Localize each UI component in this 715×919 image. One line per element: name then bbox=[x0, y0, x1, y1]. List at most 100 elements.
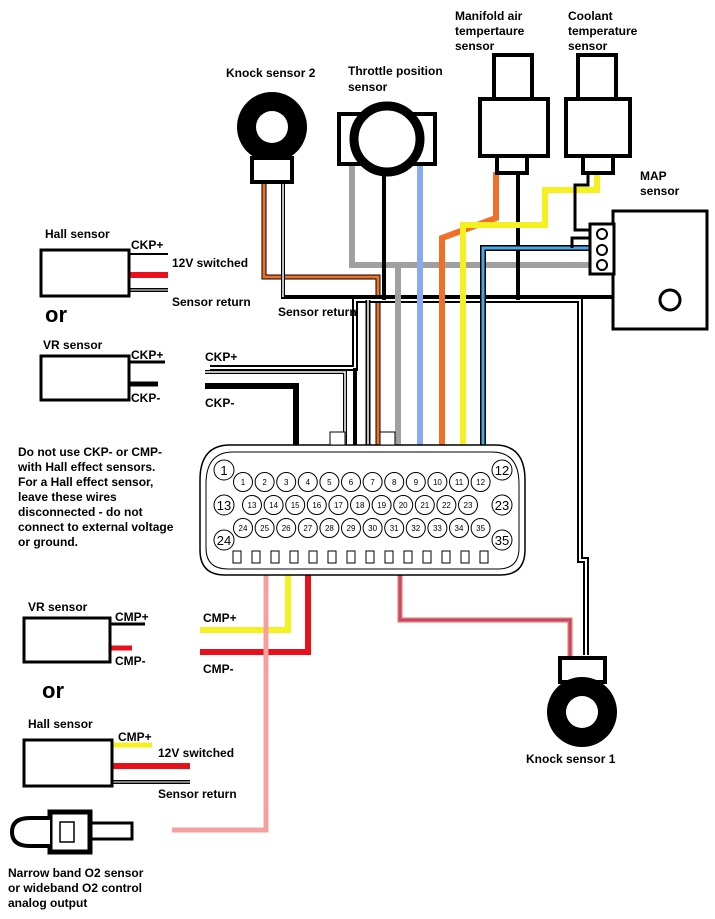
pin-17 bbox=[328, 495, 349, 515]
pin-label-24: 24 bbox=[239, 524, 248, 533]
wires bbox=[108, 160, 620, 833]
label-tps-1: Throttle position bbox=[348, 64, 443, 78]
label-ckp-minus: CKP- bbox=[205, 396, 234, 410]
pin-label-23: 23 bbox=[464, 501, 473, 510]
label-mat-2: tempertaure bbox=[455, 24, 525, 38]
label-cmp-minus: CMP- bbox=[203, 662, 234, 676]
label-o2-2: or wideband O2 control bbox=[8, 881, 142, 895]
vr-sensor-top bbox=[39, 354, 131, 402]
hall-sensor-bottom bbox=[22, 738, 114, 788]
connector-tooth bbox=[422, 550, 432, 564]
connector-tooth bbox=[384, 550, 394, 564]
vr-sensor-bottom bbox=[22, 616, 112, 664]
pin-18 bbox=[350, 495, 370, 515]
pin-11 bbox=[449, 472, 469, 492]
corner-label-23: 23 bbox=[495, 498, 509, 513]
pin-label-11: 11 bbox=[455, 478, 464, 487]
label-o2-3: analog output bbox=[8, 896, 87, 910]
pin-4 bbox=[297, 472, 318, 492]
note-line-4: leave these wires bbox=[18, 490, 117, 504]
pin-label-2: 2 bbox=[262, 478, 267, 487]
pin-34 bbox=[449, 518, 469, 538]
pin-label-31: 31 bbox=[390, 524, 399, 533]
note-line-5: disconnected - do not bbox=[18, 505, 143, 519]
knock-sensor-1 bbox=[547, 656, 617, 747]
pin-label-9: 9 bbox=[414, 478, 419, 487]
pin-33 bbox=[427, 518, 448, 538]
pin-label-5: 5 bbox=[327, 478, 332, 487]
pin-label-18: 18 bbox=[356, 501, 365, 510]
label-mat-3: sensor bbox=[455, 39, 495, 53]
map-sensor bbox=[588, 209, 709, 331]
pin-14 bbox=[263, 495, 284, 515]
pin-24 bbox=[233, 518, 253, 538]
pin-3 bbox=[276, 472, 297, 492]
corner-label-12: 12 bbox=[495, 463, 509, 478]
knock-sensor-2 bbox=[237, 92, 307, 184]
o2-sensor bbox=[9, 809, 134, 855]
note-line-2: with Hall effect sensors. bbox=[17, 460, 155, 474]
labels: Knock sensor 2 Throttle position sensor … bbox=[8, 9, 680, 910]
pin-21 bbox=[414, 495, 435, 515]
pin-label-28: 28 bbox=[325, 524, 334, 533]
pin-label-1: 1 bbox=[241, 478, 246, 487]
connector-tooth bbox=[289, 550, 299, 564]
pin-7 bbox=[362, 472, 383, 492]
pin-label-16: 16 bbox=[312, 501, 321, 510]
pin-label-15: 15 bbox=[291, 501, 300, 510]
connector-tooth bbox=[346, 550, 356, 564]
throttle-position-sensor bbox=[337, 101, 437, 177]
connector-tooth bbox=[441, 550, 451, 564]
note-line-1: Do not use CKP- or CMP- bbox=[18, 445, 162, 459]
connector-tooth bbox=[403, 550, 413, 564]
pin-label-10: 10 bbox=[433, 478, 442, 487]
label-map-1: MAP bbox=[640, 169, 667, 183]
label-map-2: sensor bbox=[640, 184, 680, 198]
pin-label-20: 20 bbox=[399, 501, 408, 510]
pin-label-34: 34 bbox=[455, 524, 464, 533]
wire-clt-yellow bbox=[460, 172, 600, 472]
pin-30 bbox=[362, 518, 383, 538]
label-mat-1: Manifold air bbox=[455, 9, 523, 23]
manifold-air-temp-sensor bbox=[478, 53, 550, 175]
pin-label-7: 7 bbox=[370, 478, 375, 487]
pin-28 bbox=[319, 518, 340, 538]
wire-knock2-signal-color bbox=[262, 182, 380, 472]
corner-label-35: 35 bbox=[495, 533, 509, 548]
label-sensor-return: Sensor return bbox=[278, 305, 357, 319]
pin-1 bbox=[233, 472, 253, 492]
pin-label-30: 30 bbox=[368, 524, 377, 533]
label-knock1: Knock sensor 1 bbox=[526, 752, 616, 766]
connector-tooth bbox=[232, 550, 242, 564]
pin-label-27: 27 bbox=[303, 524, 312, 533]
pin-label-19: 19 bbox=[377, 501, 386, 510]
pin-label-13: 13 bbox=[248, 501, 257, 510]
hall-sensor-top bbox=[39, 248, 131, 298]
pin-label-33: 33 bbox=[433, 524, 442, 533]
label-clt-3: sensor bbox=[568, 39, 608, 53]
pin-label-17: 17 bbox=[334, 501, 343, 510]
connector-tooth bbox=[251, 550, 261, 564]
pin-10 bbox=[427, 472, 448, 492]
wire-clt-return bbox=[573, 172, 600, 232]
pin-label-29: 29 bbox=[347, 524, 356, 533]
pin-label-4: 4 bbox=[306, 478, 311, 487]
pin-label-8: 8 bbox=[392, 478, 397, 487]
label-hall-bottom-12v: 12V switched bbox=[158, 746, 234, 760]
label-vr-top: VR sensor bbox=[43, 338, 103, 352]
connector-tooth bbox=[365, 550, 375, 564]
wire-mat-orange bbox=[439, 172, 499, 472]
note-line-7: or ground. bbox=[18, 535, 78, 549]
corner-label-1: 1 bbox=[220, 463, 227, 478]
label-knock2: Knock sensor 2 bbox=[226, 66, 316, 80]
pin-22 bbox=[436, 495, 457, 515]
pin-label-6: 6 bbox=[349, 478, 354, 487]
label-hall-top-return: Sensor return bbox=[172, 295, 251, 309]
label-vr-bottom-cmpm: CMP- bbox=[115, 654, 146, 668]
pin-13 bbox=[242, 495, 262, 515]
pin-19 bbox=[371, 495, 392, 515]
pin-label-14: 14 bbox=[269, 501, 278, 510]
connector-tooth bbox=[479, 550, 489, 564]
